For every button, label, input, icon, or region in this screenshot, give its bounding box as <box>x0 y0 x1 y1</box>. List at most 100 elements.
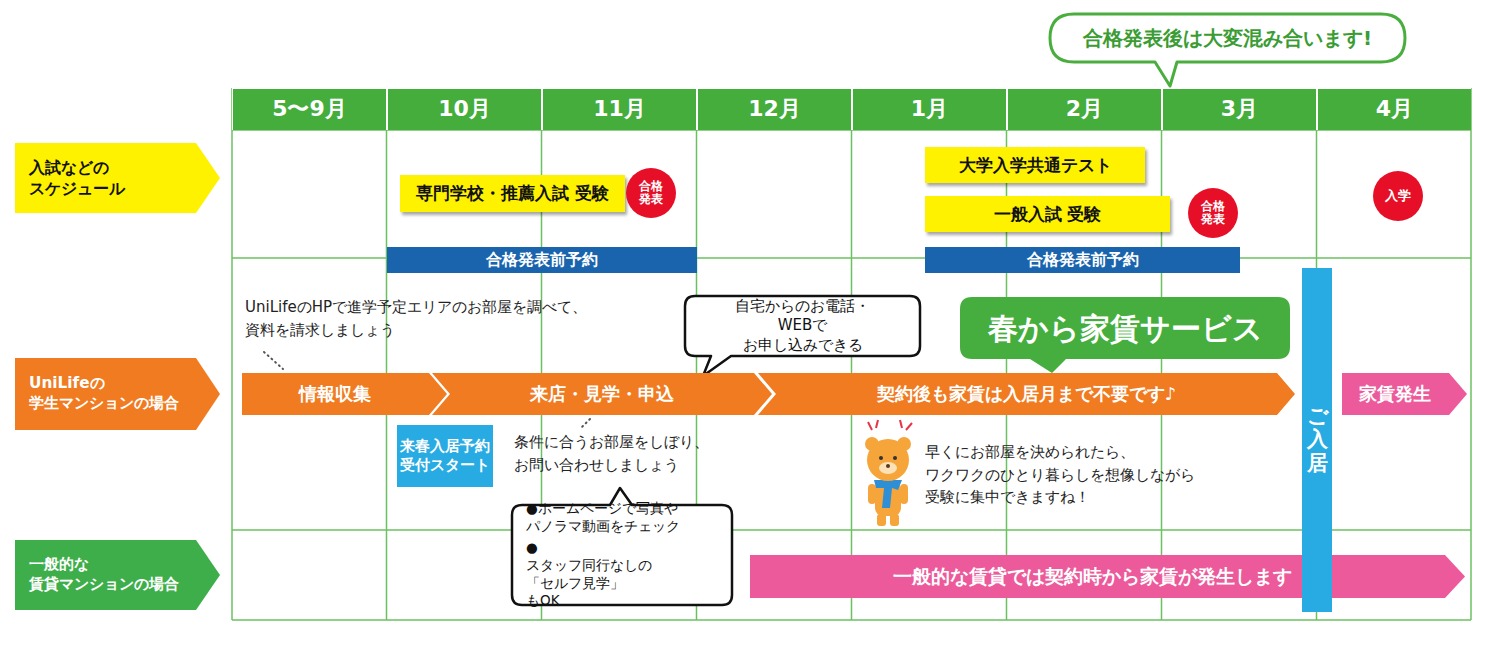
text-holder: ご入居 <box>1302 268 1332 612</box>
text-holder: 12月 <box>698 89 851 130</box>
grid-line <box>231 88 233 620</box>
node-text: 情報収集 <box>299 382 371 405</box>
general-rent-arrow-shape <box>750 555 1465 598</box>
mascot-arm <box>868 484 876 504</box>
move-in-bar: ご入居 <box>1302 268 1332 612</box>
node-text: UniLifeの 学生マンションの場合 <box>29 374 179 414</box>
node-text: ●ホームページで写真や パノラマ動画をチェック <box>526 500 680 535</box>
node-text: ご入居 <box>1307 405 1328 474</box>
note-text: 早くにお部屋を決められたら、 ワクワクのひとり暮らしを想像しながら 受験に集中で… <box>925 441 1195 509</box>
node-text: 契約後も家賃は入居月まで不要です♪ <box>877 382 1177 405</box>
text-holder: 春から家賃サービス <box>960 297 1290 359</box>
month-header: 3月 <box>1163 89 1316 130</box>
node-text: 合格発表 <box>1201 200 1225 226</box>
mascot-spark <box>868 422 872 430</box>
step-arrow-shape <box>758 373 1295 415</box>
node-text: 春から家賃サービス <box>988 309 1263 348</box>
mascot-head <box>867 439 909 481</box>
mascot-leg <box>890 514 899 526</box>
month-header: 1月 <box>853 89 1006 130</box>
node-text: 自宅からのお電話・WEBで お申し込みできる <box>735 297 870 356</box>
grid-line <box>232 619 1471 621</box>
step-arrow-shape <box>432 373 772 415</box>
node-text: 3月 <box>1221 95 1258 124</box>
row-label-arrow-shape <box>15 143 220 213</box>
text-holder: 情報収集 <box>242 373 447 415</box>
node-text: 来春入居予約 受付スタート <box>400 437 490 476</box>
month-header: 4月 <box>1318 89 1471 130</box>
text-holder: 一般的な 賃貸マンションの場合 <box>15 540 220 610</box>
notice-bubble-shape <box>1050 14 1405 86</box>
text-holder: 1月 <box>853 89 1006 130</box>
node-text: 大学入学共通テスト <box>959 154 1112 176</box>
note-text: 条件に合うお部屋をしぼり、 お問い合わせしましょう <box>514 431 709 476</box>
reservation-bar: 合格発表前予約 <box>925 247 1240 273</box>
node-text: 入試などの スケジュール <box>29 157 125 199</box>
row-label-arrow-outline <box>15 143 220 213</box>
timeline-grid <box>232 88 1471 620</box>
leader-line <box>264 352 283 369</box>
mascot-spark <box>876 420 878 428</box>
node-text: 一般的な 賃貸マンションの場合 <box>29 555 179 595</box>
node-text: ●スタッフ同行なしの 「セルフ見学」もOK <box>526 539 652 609</box>
text-holder: 合格発表後は大変混み合います! <box>1050 14 1405 62</box>
node-text: 合格発表 <box>639 180 663 206</box>
mascot-eye <box>879 456 883 460</box>
text-holder: 一般入試 受験 <box>925 196 1170 232</box>
text-holder: 合格発表前予約 <box>387 247 697 273</box>
step-arrow: 情報収集 <box>242 373 447 415</box>
text-holder: 5〜9月 <box>233 89 386 130</box>
speech-bubble: 自宅からのお電話・WEBで お申し込みできる <box>685 296 920 356</box>
tips-bubble: ●ホームページで写真や パノラマ動画をチェック●スタッフ同行なしの 「セルフ見学… <box>512 505 732 605</box>
service-bubble-shape <box>960 297 1290 373</box>
text-holder: 合格発表 <box>1188 188 1238 238</box>
reservation-start-box: 来春入居予約 受付スタート <box>397 425 493 487</box>
node-text: 一般的な賃貸では契約時から家賃が発生します <box>893 564 1292 589</box>
exam-box: 大学入学共通テスト <box>925 147 1145 183</box>
note-text: UniLifeのHPで進学予定エリアのお部屋を調べて、 資料を請求しましょう <box>245 296 587 341</box>
text-holder: UniLifeの 学生マンションの場合 <box>15 358 220 430</box>
text-holder: 来店・見学・申込 <box>432 373 772 415</box>
node-text: 合格発表前予約 <box>1027 250 1139 271</box>
node-text: 5〜9月 <box>272 95 347 124</box>
mascot-muzzle <box>879 462 897 474</box>
text-holder: 契約後も家賃は入居月まで不要です♪ <box>758 373 1295 415</box>
text-holder: 2月 <box>1008 89 1161 130</box>
service-bubble: 春から家賃サービス <box>960 297 1290 359</box>
text-holder: 合格発表 <box>626 168 676 218</box>
row-label-arrow-shape <box>15 540 220 610</box>
grid-line <box>1470 88 1472 620</box>
month-header: 12月 <box>698 89 851 130</box>
text-holder: 大学入学共通テスト <box>925 147 1145 183</box>
general-rent-arrow: 一般的な賃貸では契約時から家賃が発生します <box>750 555 1465 598</box>
node-text: 来店・見学・申込 <box>530 382 674 405</box>
node-text: 一般入試 受験 <box>994 203 1102 225</box>
node-text: 合格発表後は大変混み合います! <box>1083 25 1372 51</box>
step-arrow: 来店・見学・申込 <box>432 373 772 415</box>
node-text: 合格発表前予約 <box>486 250 598 271</box>
exam-box: 一般入試 受験 <box>925 196 1170 232</box>
mascot-eye <box>893 456 897 460</box>
text-holder: 専門学校・推薦入試 受験 <box>400 175 625 212</box>
node-text: 家賃発生 <box>1359 382 1431 405</box>
text-holder: 10月 <box>388 89 541 130</box>
speech-bubble-shape <box>685 296 920 376</box>
notice-bubble: 合格発表後は大変混み合います! <box>1050 14 1405 62</box>
mascot-bear <box>865 420 912 526</box>
node-text: 12月 <box>748 95 801 124</box>
text-holder: 入学 <box>1373 171 1423 221</box>
node-text: 10月 <box>438 95 491 124</box>
step-arrow: 契約後も家賃は入居月まで不要です♪ <box>758 373 1295 415</box>
text-holder: 来春入居予約 受付スタート <box>397 425 493 487</box>
text-holder: ●ホームページで写真や パノラマ動画をチェック●スタッフ同行なしの 「セルフ見学… <box>512 505 732 605</box>
text-holder: 4月 <box>1318 89 1471 130</box>
reservation-bar: 合格発表前予約 <box>387 247 697 273</box>
mascot-scarf <box>874 480 902 508</box>
mascot-arm <box>900 484 908 504</box>
node-text: 専門学校・推薦入試 受験 <box>416 182 609 204</box>
leader-line <box>580 419 590 429</box>
month-header: 2月 <box>1008 89 1161 130</box>
text-holder: 一般的な賃貸では契約時から家賃が発生します <box>750 555 1465 598</box>
node-text: 2月 <box>1066 95 1103 124</box>
entrance-circle: 入学 <box>1373 171 1423 221</box>
